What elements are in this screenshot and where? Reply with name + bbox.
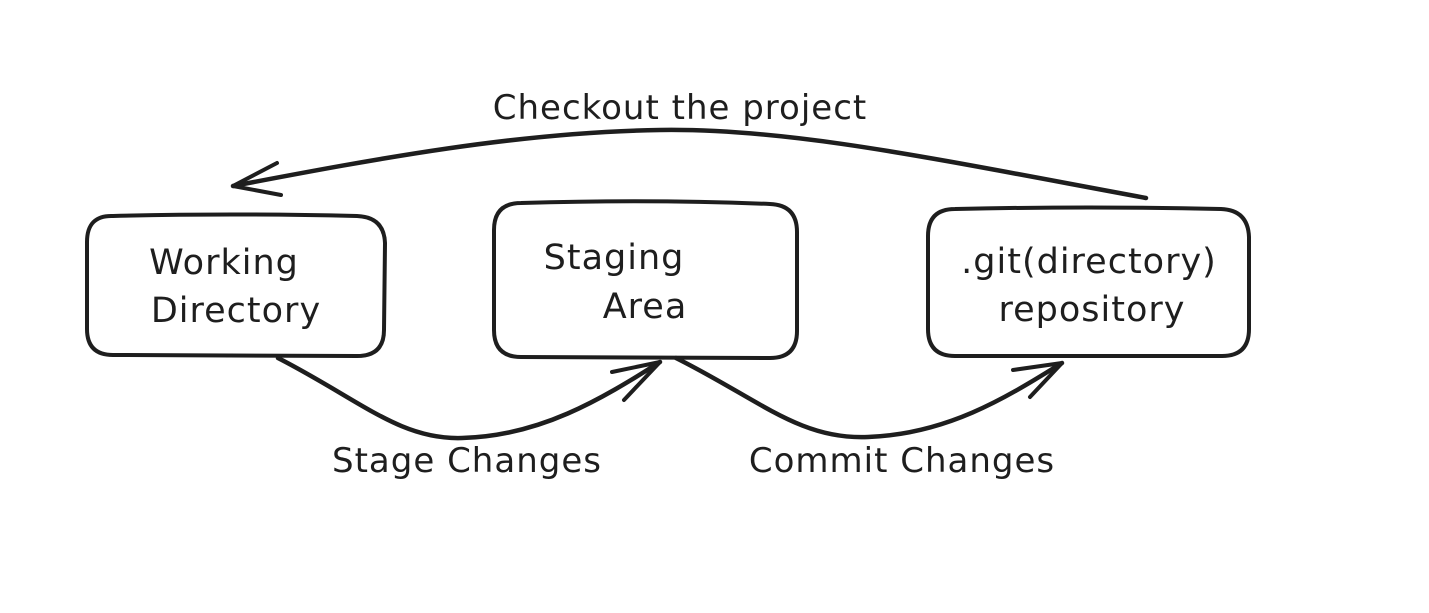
- node-git-repository-line2: repository: [999, 290, 1186, 330]
- node-staging-area-box: [492, 199, 799, 360]
- node-working-directory-box: [85, 212, 387, 358]
- node-git-repository-box: [926, 205, 1251, 358]
- edge-stage: Stage Changes: [275, 355, 663, 481]
- node-staging-area[interactable]: Staging Area: [492, 199, 799, 360]
- edge-checkout-label: Checkout the project: [493, 88, 867, 128]
- edge-commit-line: [673, 355, 1065, 440]
- node-working-directory-line2: Directory: [151, 291, 321, 331]
- edge-checkout: Checkout the project: [230, 88, 1149, 201]
- node-staging-area-line1: Staging: [544, 238, 685, 278]
- node-working-directory[interactable]: Working Directory: [85, 212, 387, 358]
- edge-stage-line: [275, 355, 663, 441]
- edge-checkout-arrowhead: [231, 161, 283, 197]
- edge-commit-label: Commit Changes: [749, 441, 1055, 481]
- edge-commit: Commit Changes: [673, 355, 1065, 481]
- node-staging-area-line2: Area: [603, 287, 688, 327]
- node-working-directory-line1: Working: [149, 243, 299, 283]
- node-git-repository-line1: .git(directory): [961, 242, 1217, 282]
- edge-stage-arrowhead: [610, 360, 662, 402]
- edge-commit-arrowhead: [1011, 361, 1064, 399]
- edge-checkout-line: [230, 127, 1149, 201]
- node-git-repository[interactable]: .git(directory) repository: [926, 205, 1251, 358]
- edge-stage-label: Stage Changes: [332, 441, 602, 481]
